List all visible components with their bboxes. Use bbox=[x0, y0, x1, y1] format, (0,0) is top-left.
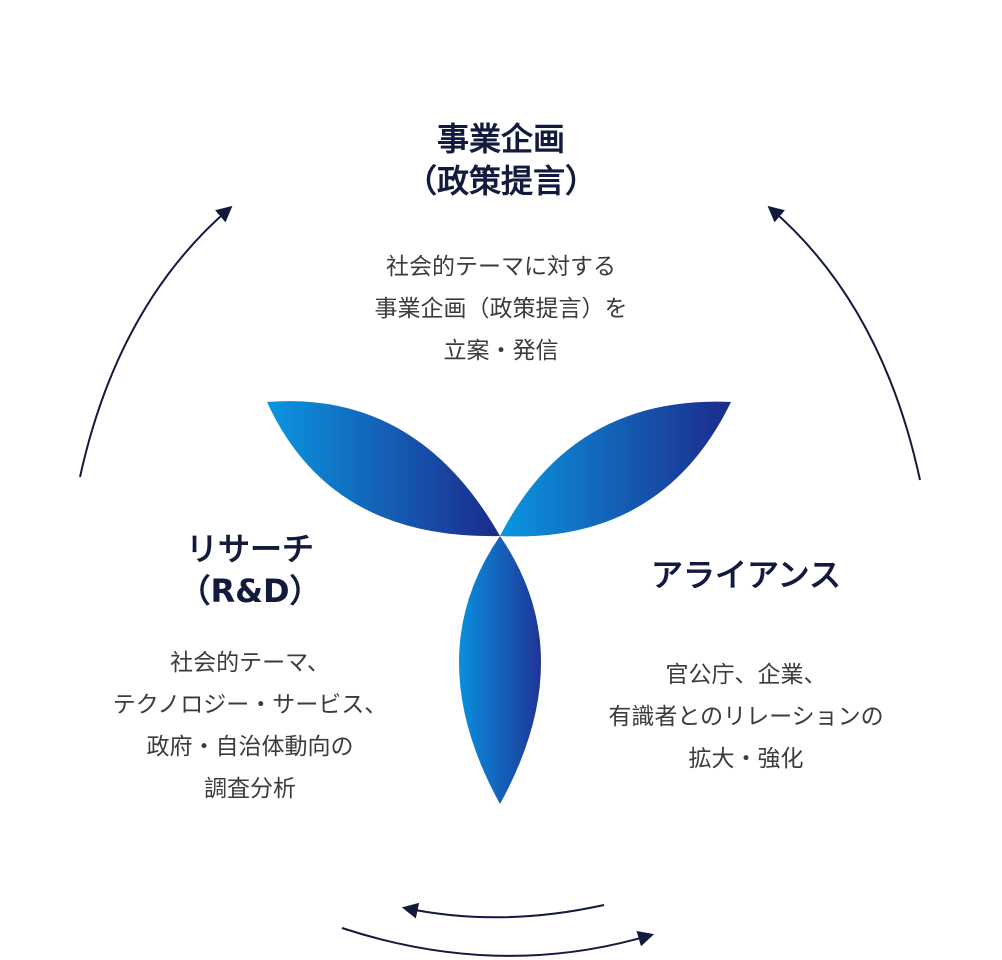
node-business-planning: 事業企画 （政策提言） 社会的テーマに対する 事業企画（政策提言）を 立案・発信 bbox=[251, 118, 751, 372]
desc-line: 社会的テーマ、 bbox=[170, 650, 330, 676]
node-title: リサーチ （R&D） bbox=[30, 528, 470, 612]
title-line: （R&D） bbox=[178, 572, 322, 610]
desc-line: 調査分析 bbox=[204, 776, 296, 802]
title-line: リサーチ bbox=[185, 530, 314, 568]
desc-line: 立案・発信 bbox=[443, 338, 559, 364]
desc-line: 事業企画（政策提言）を bbox=[374, 296, 628, 322]
node-description: 社会的テーマ、 テクノロジー・サービス、 政府・自治体動向の 調査分析 bbox=[30, 642, 470, 810]
arrow-left-to-top bbox=[79, 205, 233, 478]
desc-line: 社会的テーマに対する bbox=[386, 254, 616, 280]
desc-line: 官公庁、企業、 bbox=[665, 662, 827, 688]
title-line: 事業企画 bbox=[436, 120, 565, 158]
desc-line: 政府・自治体動向の bbox=[146, 734, 354, 760]
arrow-bottom-to-left bbox=[401, 902, 605, 919]
arrow-right-to-top bbox=[767, 205, 921, 481]
node-alliance: アライアンス 官公庁、企業、 有識者とのリレーションの 拡大・強化 bbox=[526, 554, 966, 780]
node-title: 事業企画 （政策提言） bbox=[251, 118, 751, 202]
node-title: アライアンス bbox=[526, 554, 966, 596]
title-line: （政策提言） bbox=[404, 162, 597, 200]
node-description: 社会的テーマに対する 事業企画（政策提言）を 立案・発信 bbox=[251, 246, 751, 372]
petal-bottom bbox=[459, 536, 541, 804]
node-description: 官公庁、企業、 有識者とのリレーションの 拡大・強化 bbox=[526, 654, 966, 780]
node-research: リサーチ （R&D） 社会的テーマ、 テクノロジー・サービス、 政府・自治体動向… bbox=[30, 528, 470, 810]
arrow-bottom-to-right bbox=[341, 927, 655, 957]
petal-upper-right bbox=[500, 401, 731, 537]
desc-line: 拡大・強化 bbox=[688, 746, 804, 772]
desc-line: テクノロジー・サービス、 bbox=[112, 692, 388, 718]
petal-upper-left bbox=[267, 401, 500, 537]
desc-line: 有識者とのリレーションの bbox=[608, 704, 884, 730]
title-line: アライアンス bbox=[650, 556, 842, 594]
